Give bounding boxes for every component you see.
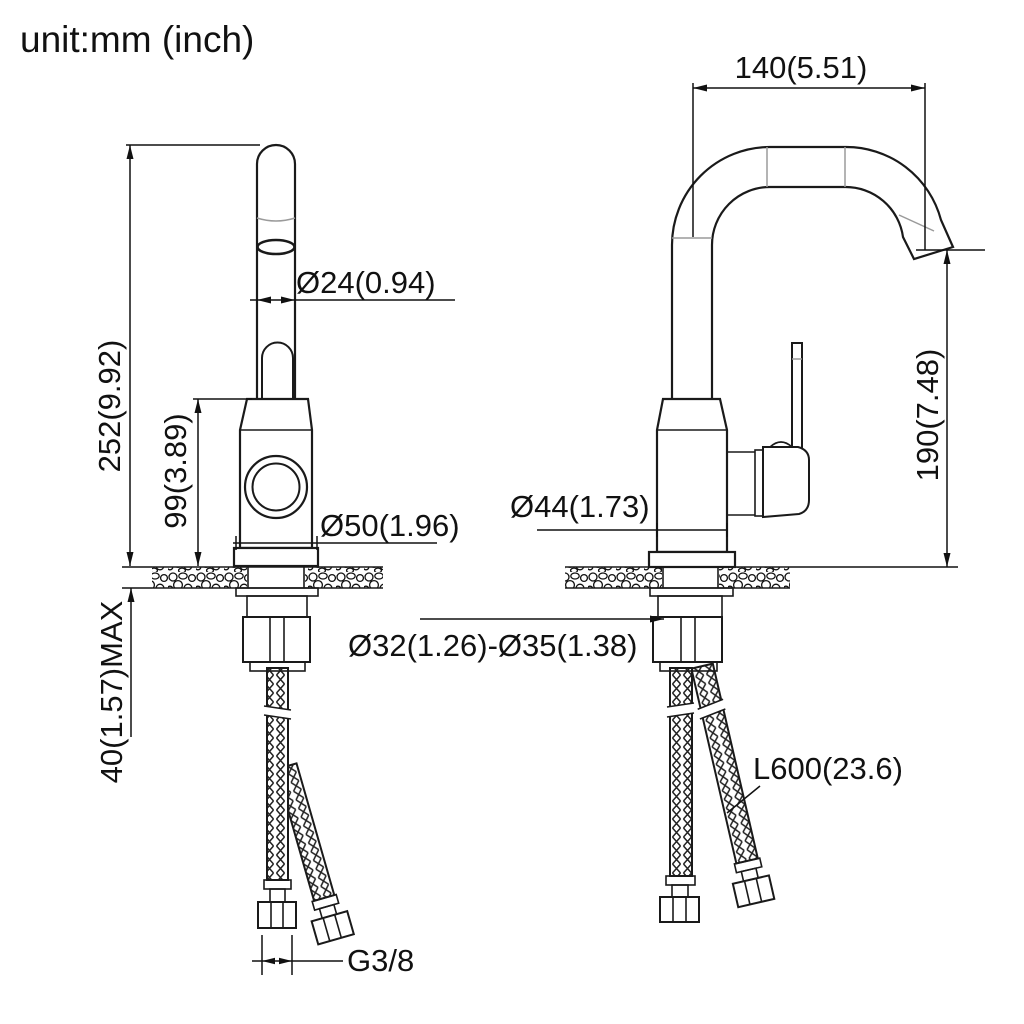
- dim-body-height-label: 99(3.89): [158, 413, 193, 528]
- front-aerator: [256, 238, 296, 256]
- dim-spout-diameter-label: Ø24(0.94): [296, 265, 436, 300]
- front-hose-angled: [275, 762, 356, 946]
- front-joint-outer-circle: [243, 454, 309, 520]
- side-gooseneck-spout: [670, 145, 955, 402]
- front-joint-inner-circle: [251, 462, 301, 512]
- dim-deck-thickness-label: 40(1.57)MAX: [94, 600, 129, 783]
- front-washer: [235, 587, 319, 597]
- front-base-flange: [232, 546, 320, 568]
- front-shank-neck: [246, 595, 308, 618]
- side-washer: [649, 587, 734, 597]
- front-mounting-nut: [242, 616, 311, 663]
- side-tip-seam: [898, 214, 935, 232]
- dimension-annotations: [122, 83, 985, 975]
- dim-overall-height-label: 252(9.92): [92, 340, 127, 473]
- front-spout-tube: [255, 143, 297, 400]
- front-nut-collar: [249, 661, 306, 672]
- side-body: [655, 397, 729, 554]
- side-base-flange: [647, 550, 737, 569]
- front-hose-straight: [257, 667, 297, 929]
- dim-spout-height-label: 190(7.48): [910, 349, 945, 482]
- unit-label: unit:mm (inch): [20, 19, 254, 60]
- dim-hole-range-label: Ø32(1.26)-Ø35(1.38): [348, 628, 637, 663]
- dim-spout-reach-label: 140(5.51): [735, 50, 868, 85]
- side-mounting-nut: [652, 616, 723, 663]
- dim-base-diameter-label: Ø50(1.96): [320, 508, 460, 543]
- side-hose-angled: [690, 662, 776, 909]
- side-view: [565, 145, 955, 923]
- dim-thread-size-label: G3/8: [347, 943, 414, 978]
- side-handle-base: [727, 441, 810, 519]
- front-view: [152, 143, 383, 946]
- side-nut-collar: [659, 661, 718, 672]
- dim-hose-length-label: L600(23.6): [753, 751, 903, 786]
- dim-body-diameter-label: Ø44(1.73): [510, 489, 650, 524]
- side-shank-neck: [657, 595, 723, 618]
- side-countertop: [565, 566, 790, 589]
- front-countertop: [152, 566, 383, 589]
- side-hose-straight: [659, 667, 700, 923]
- front-spout-seam: [256, 217, 296, 222]
